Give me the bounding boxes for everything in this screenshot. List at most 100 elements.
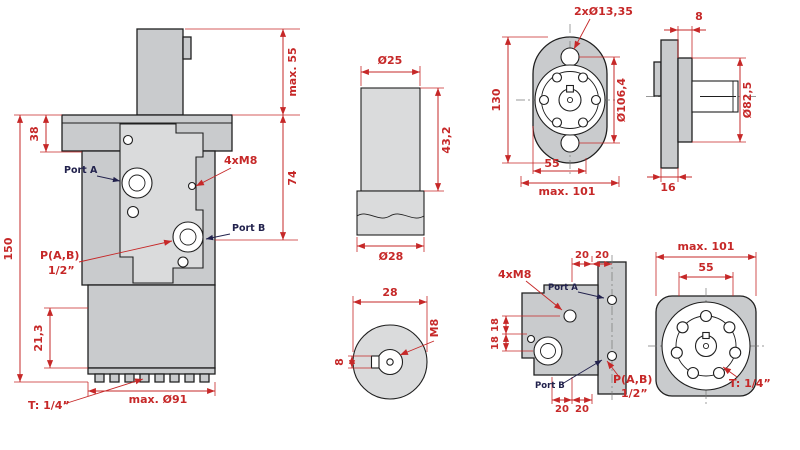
shaft-end-view: 28 8 M8 [333,286,441,400]
bolt-callout: 4xM8 [498,268,531,281]
bolt-hole [729,346,742,359]
dim-flange-height: 130 [490,88,503,111]
bolt-hole [551,117,563,128]
drain-leader [722,366,738,378]
port-b-label: Port B [232,223,265,234]
extension-lines [655,252,757,296]
body-profile [521,284,599,376]
dim-top-20a: 20 [575,250,589,261]
shaft-cylinder-top [360,87,421,192]
shaft-key-tab [182,36,192,60]
bolt-hole [551,72,563,83]
dim-port-section: 74 [286,170,299,186]
extension-lines [502,256,593,404]
bolt-hole [676,321,689,334]
mount-hole-top [560,47,580,67]
drain-callout: T: 1/4” [28,399,70,412]
flange-face-view: 2xØ13,35 130 Ø106,4 55 max. 101 [490,5,633,198]
center-mark [566,96,574,104]
bolt-hole [538,94,550,106]
dim-bolt-circle: Ø106,4 [615,78,628,122]
bolt-callout-leader [525,280,563,311]
dim-top-20b: 20 [595,250,609,261]
dim-flange-thickness: 38 [28,126,41,141]
dim-center-55: 55 [544,157,559,170]
port-a-label: Port A [64,165,98,176]
mount-hole-callout: 2xØ13,35 [574,5,633,18]
dim-pilot-d82: Ø82,5 [741,82,754,119]
bolt-hole [686,366,700,380]
bolt-hole [122,134,134,146]
shaft-side-view: Ø25 43,2 Ø28 [356,54,453,263]
shaft-body [136,28,184,116]
front-view: 150 38 21,3 max. 55 74 max. Ø91 T: 1/4” … [2,28,300,412]
dim-shaft-step-length: 43,2 [440,126,453,153]
thread-leader [399,340,435,356]
port-size-callout-1: P(A,B) [40,249,79,262]
m8-hole [563,309,577,323]
port-b-bore-ring [179,228,197,246]
dim-side-18a: 18 [490,318,501,332]
port-b-bore [533,336,563,366]
port-size-callout-1: P(A,B) [613,373,652,386]
port-size-callout-2: 1/2” [48,264,75,277]
bolt-hole [712,366,726,380]
port-a-label: Port A [548,283,578,293]
rear-view: max. 101 55 T: 1/4” [648,240,771,404]
dim-total-height: 150 [2,237,15,260]
shaft-key-edges [700,81,736,112]
dim-shaft-length: max. 55 [286,47,299,96]
dim-width-max101: max. 101 [539,185,596,198]
flange-plate [660,39,679,169]
break-line [356,213,425,219]
bolt-hole [699,309,713,323]
extension-lines [356,66,444,252]
dim-side-18b: 18 [490,336,501,350]
thread-callout: M8 [428,319,441,338]
port-size-leader [78,239,173,263]
bolt-callout-leader [195,167,232,187]
keyway-slot [566,84,574,93]
port-face-view: 4xM8 Port A Port B 20 20 18 18 20 20 P(A… [490,250,652,415]
pilot-hub [677,57,693,143]
port-a-leader [577,291,605,300]
drain-callout: T: 1/4” [729,377,771,390]
dim-lower-section: 21,3 [32,324,45,351]
dim-top-diameter: Ø25 [378,54,403,67]
port-b-leader [561,359,603,385]
dim-bottom-diameter: Ø28 [379,250,404,263]
m8-center-thread [386,358,394,366]
flange-side-view: 8 Ø82,5 16 [646,10,756,194]
center-mark [702,342,710,350]
port-a-bore-ring [128,174,146,192]
extension-lines [660,26,746,182]
bolt-hole [177,256,189,268]
port-b-ring [540,343,556,359]
bolt-hole [577,117,589,128]
bolt-hole [126,205,140,219]
plate-hole-bottom [606,350,618,362]
dim-bottom-20b: 20 [575,404,589,415]
bolt-hole [723,321,736,334]
dim-plate-8: 8 [695,10,703,23]
dim-body-diameter: max. Ø91 [129,393,188,406]
flange-ear-edge [653,61,662,97]
keyway-slot [370,355,380,369]
mount-hole-leader [573,18,591,50]
port-a-bore [121,167,153,199]
shaft-cylinder-bottom [356,190,425,236]
dim-across: 28 [382,286,397,299]
extension-lines [348,296,428,369]
motor-body-lower [87,284,216,369]
plate-hole-top [606,294,618,306]
port-b-label: Port B [535,381,565,391]
extension-lines [502,36,620,187]
port-b-bore [172,221,204,253]
bolt-hole [670,346,683,359]
bolt-hole [590,94,602,106]
dim-center-55: 55 [698,261,713,274]
end-cap-strip [87,367,216,375]
bolt-callout: 4xM8 [224,154,257,167]
